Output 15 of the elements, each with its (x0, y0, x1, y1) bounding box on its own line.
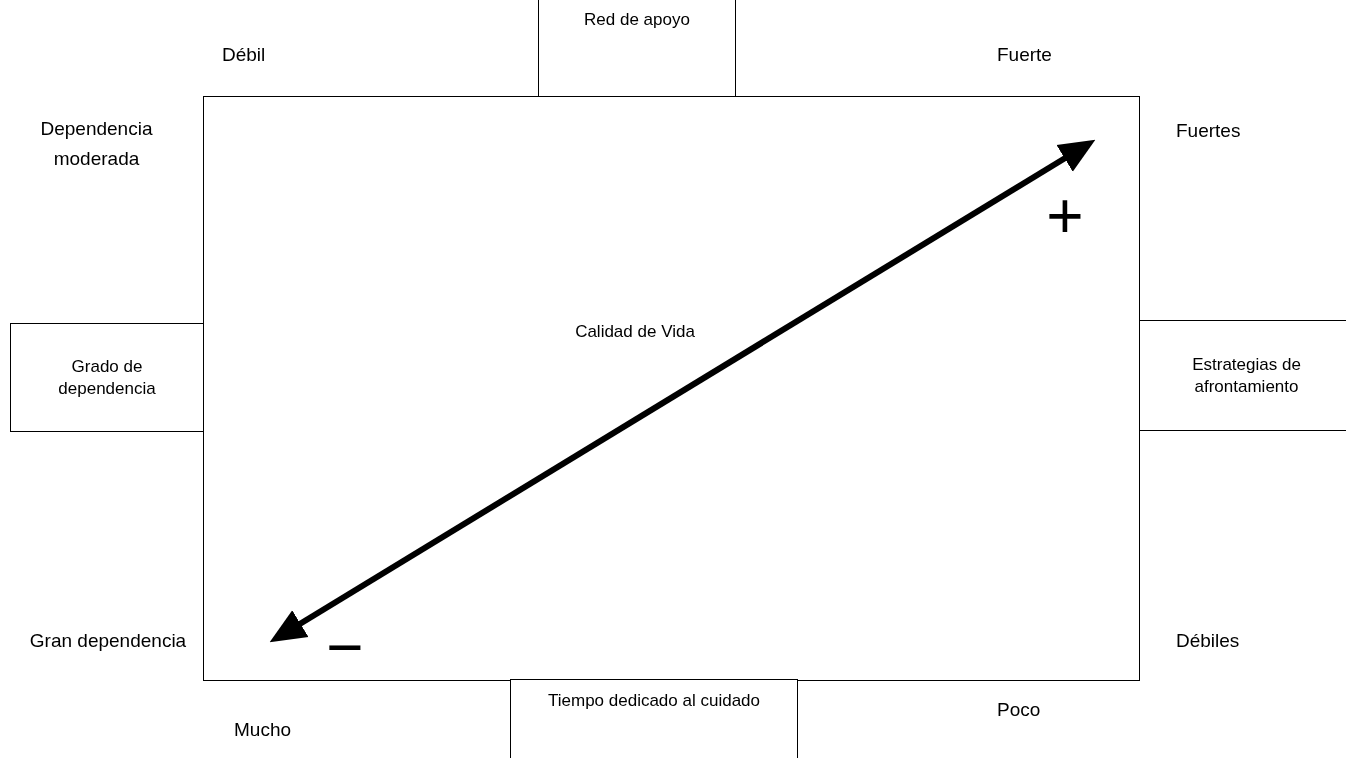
sign-label: + (1045, 184, 1085, 248)
label-box: Estrategias de afrontamiento (1139, 320, 1346, 431)
sign-label: − (325, 615, 365, 679)
label-box: Red de apoyo (538, 0, 736, 97)
axis-label: Calidad de Vida (574, 321, 696, 343)
axis-label: Poco (997, 698, 1041, 722)
axis-label: Gran dependencia (28, 629, 188, 653)
axis-label: Débil (222, 43, 266, 67)
axis-label: Dependencia moderada (39, 117, 154, 171)
axis-label: Débiles (1176, 629, 1240, 653)
label-box: Grado de dependencia (10, 323, 204, 432)
axis-label: Fuertes (1176, 119, 1241, 143)
axis-label: Mucho (234, 718, 292, 742)
axis-label: Fuerte (997, 43, 1052, 67)
label-box: Tiempo dedicado al cuidado (510, 679, 798, 758)
